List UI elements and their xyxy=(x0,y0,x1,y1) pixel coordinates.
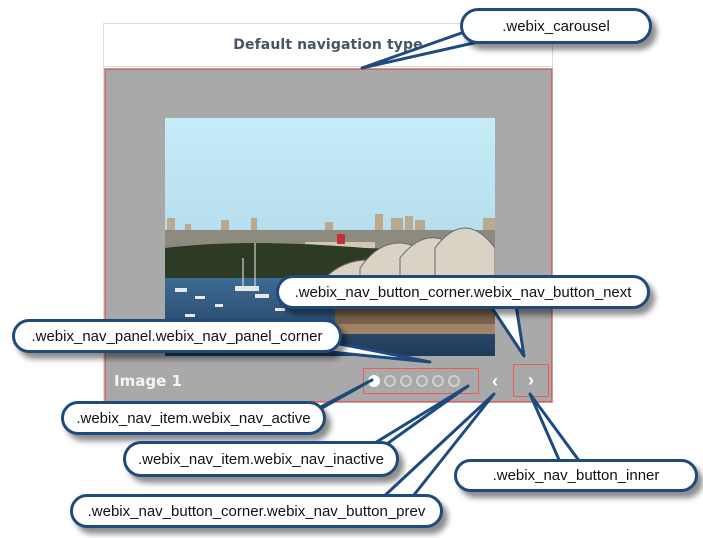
nav-dot-6[interactable] xyxy=(448,375,460,387)
nav-dot-2[interactable] xyxy=(384,375,396,387)
next-button[interactable]: › xyxy=(513,364,549,397)
callout-carousel: .webix_carousel xyxy=(460,8,652,44)
nav-dot-4[interactable] xyxy=(416,375,428,387)
prev-button[interactable]: ‹ xyxy=(483,367,507,395)
nav-dot-3[interactable] xyxy=(400,375,412,387)
callout-button-prev: .webix_nav_button_corner.webix_nav_butto… xyxy=(70,494,443,528)
nav-dot-5[interactable] xyxy=(432,375,444,387)
callout-button-inner: .webix_nav_button_inner xyxy=(454,459,698,492)
callout-button-next: .webix_nav_button_corner.webix_nav_butto… xyxy=(276,275,650,309)
callout-nav-inactive: .webix_nav_item.webix_nav_inactive xyxy=(123,441,399,477)
callout-panel-corner: .webix_nav_panel.webix_nav_panel_corner xyxy=(12,319,342,353)
chevron-right-icon: › xyxy=(528,370,534,390)
nav-dot-1-active[interactable] xyxy=(368,375,380,387)
nav-panel xyxy=(363,368,479,394)
slide-caption: Image 1 xyxy=(114,372,182,390)
chevron-left-icon: ‹ xyxy=(492,370,498,391)
callout-nav-active: .webix_nav_item.webix_nav_active xyxy=(61,401,326,435)
